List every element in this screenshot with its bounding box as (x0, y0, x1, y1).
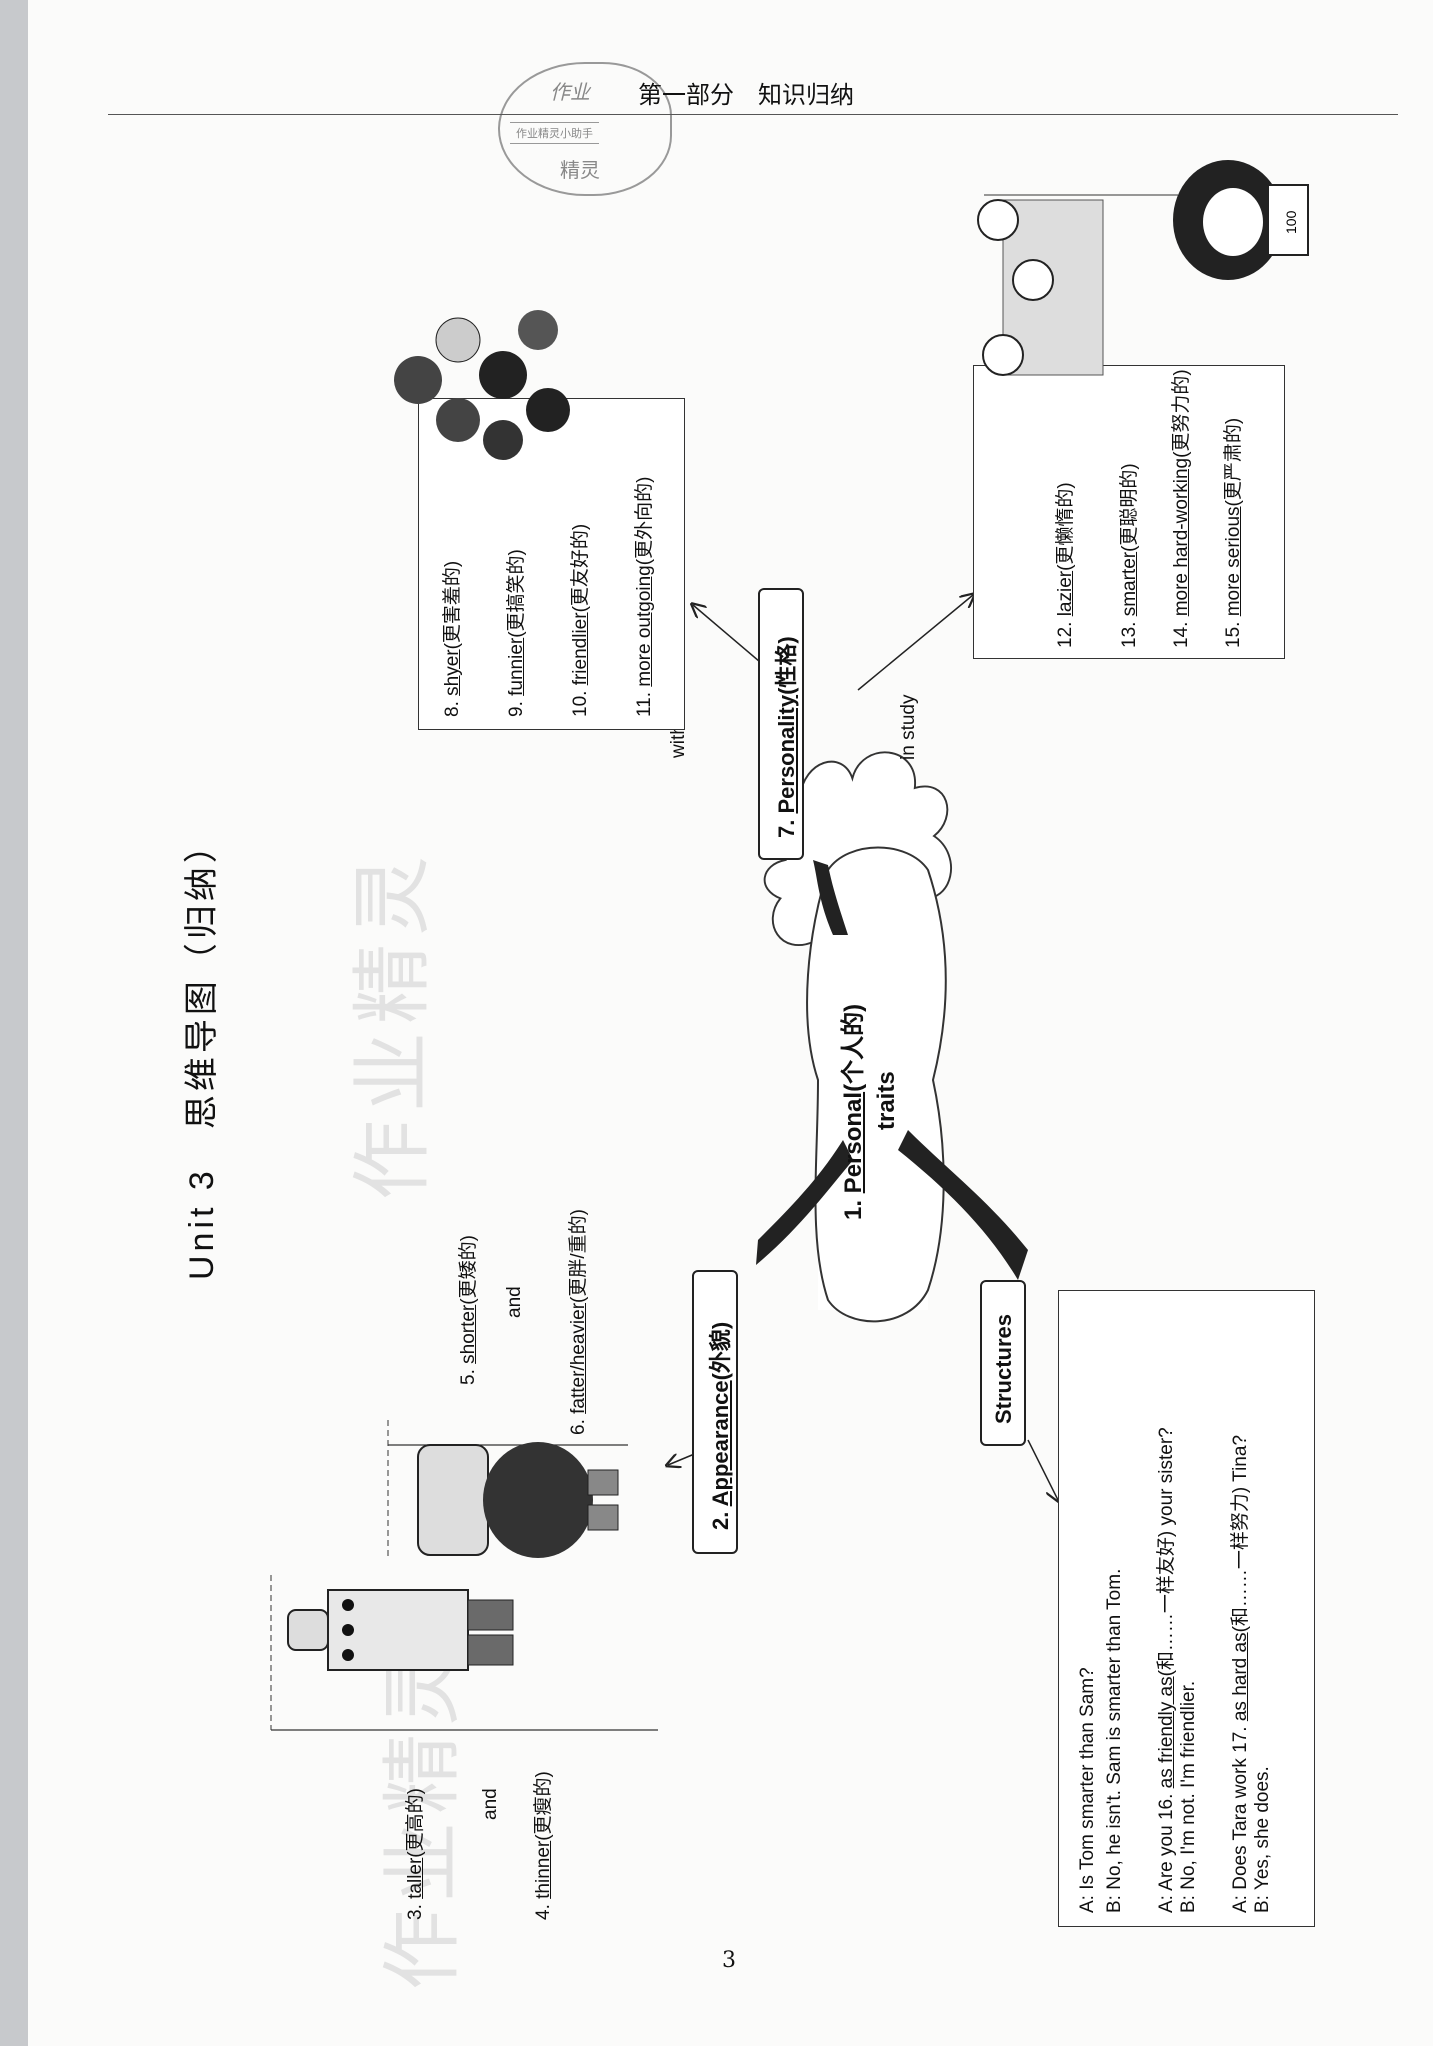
item-number: 5. (458, 1363, 479, 1385)
friends-item-9: 9. funnier(更搞笑的) (501, 549, 528, 717)
item-number: 10. (570, 685, 591, 717)
appearance-item-5: 5. shorter(更矮的) (453, 1235, 480, 1385)
item-cn: (更矮的) (458, 1235, 479, 1305)
group-of-kids-illustration (394, 310, 570, 460)
mindmap-connectors (270, 194, 1178, 1731)
girl-with-100-paper-illustration: 100 (1173, 160, 1309, 280)
structure-answer: as hard as (1230, 1632, 1251, 1722)
item-number: 15. (1223, 616, 1244, 648)
structure-text: A: Does Tara work 17. (1230, 1721, 1251, 1913)
item-cn: (更胖/重的) (568, 1209, 589, 1303)
study-item-15: 15. more serious(更严肃的) (1218, 418, 1245, 648)
study-item-12: 12. lazier(更懒惰的) (1050, 482, 1077, 648)
item-answer: shyer (442, 649, 463, 696)
page: 作业 作业精灵小助手 精灵 第一部分 知识归纳 作业精灵 作业精灵 Unit 3… (28, 0, 1433, 2046)
item-answer: thinner (533, 1840, 554, 1899)
item-cn: (更友好的) (570, 523, 591, 613)
badge-100: 100 (1283, 210, 1299, 234)
structure-text: A: Are you 16. (1156, 1788, 1177, 1913)
header-section: 第一部分 知识归纳 (638, 81, 854, 109)
center-cn: (个人的) (840, 1003, 867, 1092)
item-answer: more hard-working (1171, 457, 1192, 617)
page-number: 3 (722, 1948, 736, 1973)
appearance-item-6: 6. fatter/heavier(更胖/重的) (563, 1209, 590, 1435)
personality-cn: (性格) (774, 636, 799, 695)
item-number: 9. (506, 695, 527, 717)
study-item-14: 14. more hard-working(更努力的) (1166, 369, 1193, 648)
stamp-text-3: 精灵 (560, 158, 600, 182)
item-cn: (更害羞的) (442, 560, 463, 650)
item-number: 13. (1119, 616, 1140, 648)
structures-label: Structures (991, 1313, 1016, 1424)
item-cn: (更外向的) (634, 476, 655, 566)
stamp-text-1: 作业 (550, 80, 590, 104)
appearance-item-4: 4. thinner(更瘦的) (528, 1771, 555, 1920)
appearance-and-left: and (480, 1788, 501, 1820)
friends-box: 8. shyer(更害羞的) 9. funnier(更搞笑的) 10. frie… (418, 398, 685, 730)
structure-line-1: A: Is Tom smarter than Sam? (1077, 1667, 1098, 1913)
item-number: 12. (1055, 616, 1076, 648)
center-line2: traits (873, 1071, 900, 1130)
personality-word: Personality (774, 694, 799, 814)
item-number: 8. (442, 695, 463, 717)
personality-node[interactable]: 7. Personality(性格) (758, 588, 804, 860)
structure-line-3: A: Are you 16. as friendly as(和……一样友好) y… (1151, 1427, 1178, 1913)
item-number: 14. (1171, 616, 1192, 648)
short-fat-figure-illustration (417, 1442, 619, 1558)
students-studying-illustration (977, 199, 1104, 376)
structure-text: (和……一样努力) Tina? (1230, 1434, 1251, 1633)
personality-prefix: 7. (774, 813, 799, 838)
item-cn: (更瘦的) (533, 1771, 554, 1841)
friends-item-10: 10. friendlier(更友好的) (565, 524, 592, 717)
stamp-text-2: 作业精灵小助手 (510, 122, 599, 144)
center-word: Personal (840, 1091, 867, 1194)
item-number: 3. (405, 1898, 426, 1920)
item-cn: (更严肃的) (1223, 417, 1244, 507)
structures-node[interactable]: Structures (980, 1280, 1026, 1446)
item-cn: (更搞笑的) (506, 549, 527, 638)
appearance-cn: (外貌) (708, 1321, 733, 1381)
item-answer: smarter (1119, 551, 1140, 617)
structure-line-4: B: No, I'm not. I'm friendlier. (1178, 1680, 1199, 1913)
structures-box: A: Is Tom smarter than Sam? B: No, he is… (1058, 1290, 1315, 1927)
item-answer: fatter/heavier (568, 1302, 589, 1414)
center-node: 1. Personal(个人的) (833, 1004, 868, 1220)
structure-line-2: B: No, he isn't. Sam is smarter than Tom… (1104, 1568, 1125, 1913)
friends-item-8: 8. shyer(更害羞的) (437, 561, 464, 717)
item-answer: friendlier (570, 612, 591, 686)
item-cn: (更懒惰的) (1055, 482, 1076, 571)
appearance-item-3: 3. taller(更高的) (400, 1788, 427, 1920)
structure-answer: as friendly as (1156, 1676, 1177, 1789)
appearance-word: Appearance (708, 1380, 733, 1507)
item-cn: (更努力的) (1171, 369, 1192, 458)
study-box: 12. lazier(更懒惰的) 13. smarter(更聪明的) 14. m… (973, 365, 1285, 659)
item-answer: funnier (506, 637, 527, 696)
header-divider (108, 114, 1398, 115)
item-answer: taller (405, 1857, 426, 1899)
appearance-prefix: 2. (708, 1506, 733, 1530)
tall-thin-figure-illustration (287, 1589, 514, 1671)
center-prefix: 1. (840, 1193, 867, 1220)
study-item-13: 13. smarter(更聪明的) (1114, 463, 1141, 648)
appearance-and-right: and (504, 1286, 525, 1318)
in-study-label: in study (898, 694, 919, 760)
structure-text: (和……一样友好) your sister? (1156, 1427, 1177, 1677)
item-cn: (更聪明的) (1119, 463, 1140, 552)
structure-line-6: B: Yes, she does. (1252, 1766, 1273, 1913)
appearance-node[interactable]: 2. Appearance(外貌) (692, 1270, 738, 1554)
item-answer: more outgoing (634, 565, 655, 687)
stamp-logo: 作业 作业精灵小助手 精灵 (498, 62, 672, 196)
item-answer: more serious (1223, 506, 1244, 617)
item-cn: (更高的) (405, 1788, 426, 1858)
item-number: 4. (533, 1898, 554, 1920)
friends-item-11: 11. more outgoing(更外向的) (629, 477, 656, 717)
item-answer: shorter (458, 1304, 479, 1364)
structure-line-5: A: Does Tara work 17. as hard as(和……一样努力… (1225, 1435, 1252, 1913)
item-number: 11. (634, 686, 655, 717)
item-answer: lazier (1055, 570, 1076, 617)
